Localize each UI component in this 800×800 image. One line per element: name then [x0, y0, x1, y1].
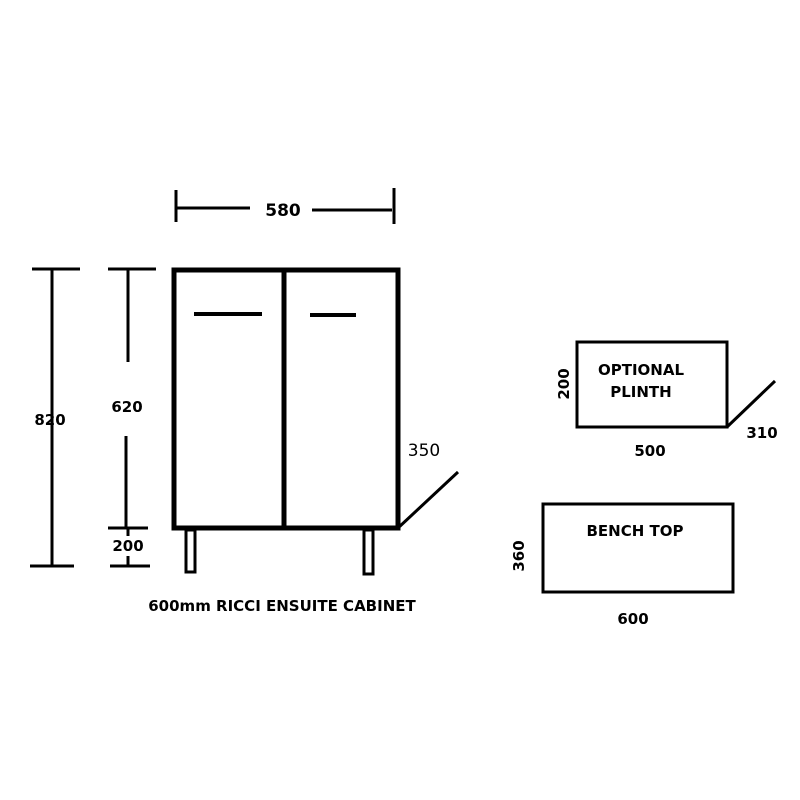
- body-height-dimension: [108, 267, 156, 530]
- depth-label: 350: [408, 441, 440, 461]
- right-leg: [362, 528, 375, 576]
- plinth-height-label: 200: [555, 368, 573, 399]
- leg-height-label: 200: [112, 537, 143, 555]
- total-height-label: 820: [34, 411, 65, 429]
- door-handles: [194, 312, 356, 317]
- plinth-depth-line: [725, 379, 777, 429]
- bench-top-label: BENCH TOP: [587, 522, 684, 540]
- leg-height-dimension: [110, 528, 150, 568]
- width-label: 580: [265, 201, 301, 221]
- cabinet-legs: [184, 528, 375, 576]
- plinth-width-label: 500: [634, 442, 665, 460]
- width-dimension: [174, 188, 396, 224]
- plinth-label-line2: PLINTH: [610, 383, 671, 401]
- depth-line: [396, 470, 460, 530]
- cabinet-caption: 600mm RICCI ENSUITE CABINET: [148, 597, 416, 615]
- bench-top-box: [541, 502, 735, 594]
- body-height-label: 620: [111, 398, 142, 416]
- bench-top-height-label: 360: [510, 540, 528, 571]
- plinth-depth-label: 310: [746, 424, 777, 442]
- plinth-label-line1: OPTIONAL: [598, 361, 684, 379]
- total-height-dimension: [30, 267, 80, 568]
- bench-top-width-label: 600: [617, 610, 648, 628]
- cabinet-body: [171, 267, 401, 531]
- left-leg: [184, 528, 197, 574]
- plinth-box: [575, 340, 729, 429]
